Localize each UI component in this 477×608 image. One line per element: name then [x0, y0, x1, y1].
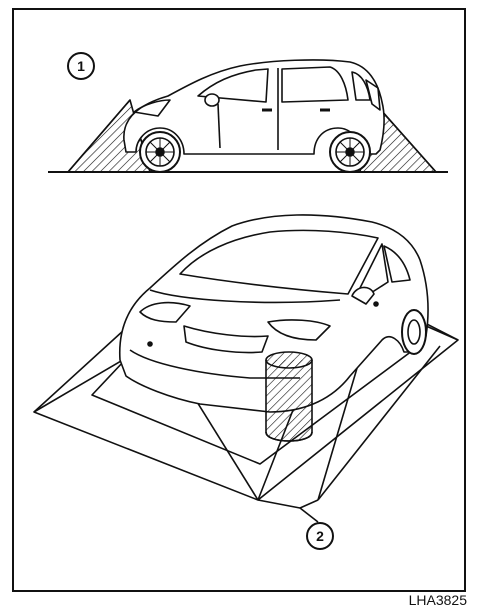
perspective-view-diagram	[34, 215, 458, 508]
rear-wheel-perspective	[402, 310, 426, 354]
callout-marker-1: 1	[68, 53, 94, 79]
callout-label-2: 2	[316, 528, 324, 544]
figure-code: LHA3825	[409, 592, 467, 608]
obstacle-cylinder	[266, 352, 312, 441]
side-view-diagram	[48, 60, 448, 172]
callout-label-1: 1	[77, 58, 85, 74]
front-wheel	[140, 132, 180, 172]
callout-marker-2: 2	[300, 508, 333, 549]
rear-wheel	[330, 132, 370, 172]
